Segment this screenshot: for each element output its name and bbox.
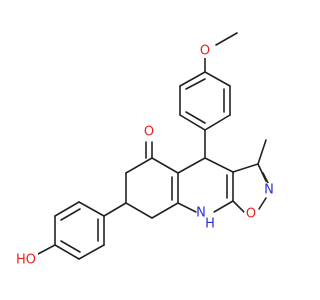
phenyl-top-double-inner (185, 111, 206, 124)
phenyl-bottom-bond (54, 201, 80, 217)
ring-bond (177, 157, 206, 174)
phenyl-top-double-inner (185, 78, 206, 90)
methoxy-methyl-bond (215, 32, 238, 46)
ring-bond (204, 157, 234, 173)
isoxazole-double-inner (262, 172, 269, 184)
ketone-ring-bond (151, 157, 179, 174)
methyl-bond (257, 139, 267, 165)
ketone-oxygen-atom: O (142, 125, 156, 140)
ring-bond (177, 202, 197, 213)
methoxy-oxygen-atom: O (198, 44, 212, 59)
isoxazole-bond (258, 197, 267, 210)
isoxazole-oxygen-atom: O (244, 207, 258, 222)
phenyl-bottom-double-inner (60, 240, 81, 253)
isoxazole-nitrogen-label: N (264, 183, 274, 198)
phenyl-bottom-double-inner (60, 208, 81, 221)
ring-bond (213, 200, 234, 213)
ketone-oxygen-label: O (144, 125, 154, 140)
isoxazole-bond (232, 163, 259, 173)
phenyl-bottom-bond (78, 244, 105, 260)
isoxazole-bond (232, 200, 245, 213)
phenyl-top-bond (204, 114, 231, 131)
hydroxyl-label: HO (16, 253, 36, 268)
isoxazole-oxygen-label: O (246, 207, 256, 222)
aryl-link-bond (103, 202, 127, 217)
hydroxyl-atom: HO (14, 252, 38, 268)
atom-labels: O O N O N H HO (14, 44, 276, 268)
methoxy-oxygen-label: O (200, 44, 210, 59)
nh-atom: N H (196, 206, 215, 232)
phenyl-top-bond (179, 71, 206, 87)
hydroxyl-bond (37, 244, 56, 255)
ketone-ring-bond (151, 202, 179, 219)
ketone-ring-bond (125, 157, 153, 174)
phenyl-bottom-bond (78, 201, 105, 217)
nh-nitrogen-label: N (196, 206, 206, 221)
isoxazole-bond (257, 163, 267, 182)
isoxazole-nitrogen-atom: N (262, 183, 276, 198)
ketone-ring-bond (125, 202, 153, 219)
nh-hydrogen-label: H (205, 217, 215, 232)
chemical-structure-diagram: O O N O N H HO (14, 32, 276, 268)
phenyl-bottom-bond (54, 244, 80, 260)
phenyl-top-bond (204, 71, 231, 87)
phenyl-top-bond (179, 114, 206, 131)
bond-skeleton (37, 32, 269, 260)
